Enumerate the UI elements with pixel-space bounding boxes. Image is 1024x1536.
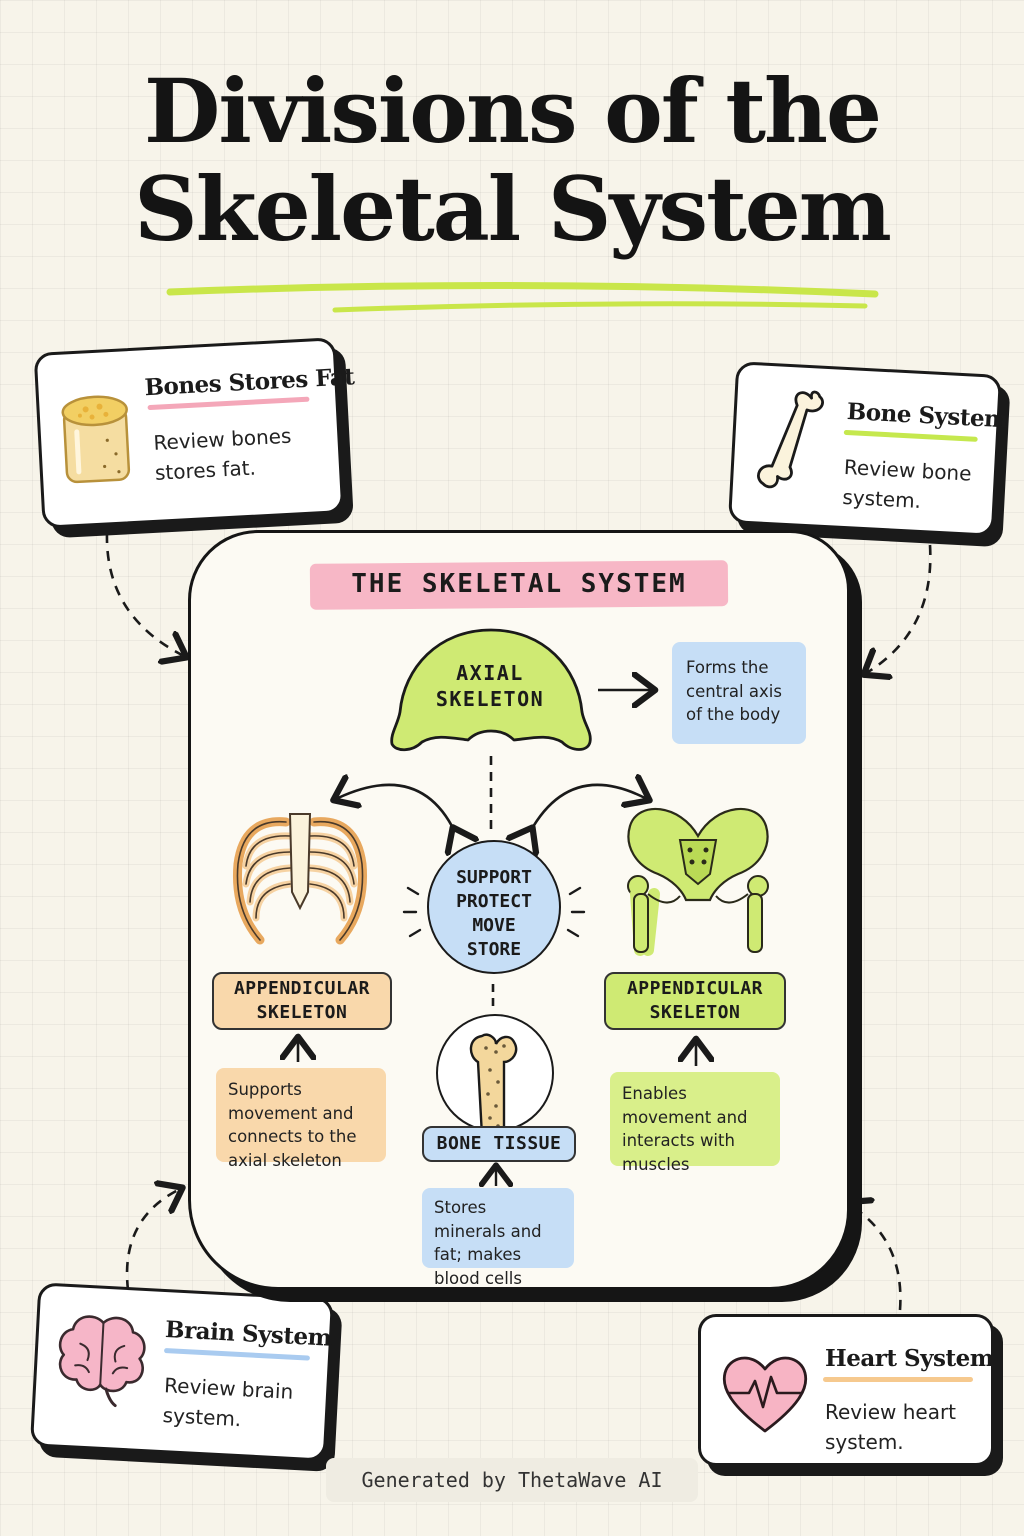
heart-icon — [722, 1356, 808, 1433]
title-underline — [166, 281, 879, 313]
functions-circle — [427, 840, 561, 974]
axial-note: Forms the central axis of the body — [672, 642, 806, 744]
function-support: SUPPORT — [456, 867, 532, 888]
card-bones-stores-fat[interactable]: Bones Stores Fat Review bones stores fat… — [33, 337, 355, 529]
appendicular-note-right: Enables movement and interacts with musc… — [610, 1072, 780, 1174]
bone-tissue-note: Stores minerals and fat; makes blood cel… — [422, 1188, 574, 1288]
card-text: Review heart system. — [825, 1400, 957, 1454]
card-brain-system[interactable]: Brain System Review brain system. — [29, 1282, 335, 1462]
appendicular-note-left: Supports movement and connects to the ax… — [216, 1068, 386, 1170]
card-title-underline — [823, 1377, 973, 1382]
pelvis-icon — [627, 807, 769, 956]
card-title: Heart System — [825, 1345, 994, 1372]
card-bone-system[interactable]: Bone System Review bone system. — [727, 361, 1009, 537]
page-title-line-2: Skeletal System — [134, 157, 892, 261]
rib-cage-icon — [233, 813, 367, 945]
label-line-2: SKELETON — [256, 1002, 348, 1023]
function-move: MOVE — [472, 915, 516, 936]
label-line-1: APPENDICULAR — [626, 978, 764, 999]
footer-credit: Generated by ThetaWave AI — [326, 1458, 698, 1502]
axial-label-line-2: SKELETON — [435, 687, 545, 711]
page-title-line-1: Divisions of the — [144, 59, 882, 163]
brain-icon — [58, 1315, 146, 1408]
diagram-heading: THE SKELETAL SYSTEM — [351, 569, 687, 599]
axial-label-line-1: AXIAL — [456, 661, 524, 685]
function-store: STORE — [466, 939, 522, 960]
label-line-2: SKELETON — [649, 1002, 741, 1023]
label-line-1: APPENDICULAR — [233, 978, 371, 999]
long-bone-icon — [436, 1014, 554, 1132]
card-heart-system[interactable]: Heart System Review heart system. — [698, 1314, 994, 1466]
axial-skeleton-shape — [390, 628, 592, 752]
function-protect: PROTECT — [456, 891, 532, 912]
bone-tissue-label: BONE TISSUE — [422, 1126, 576, 1162]
bone-icon — [757, 390, 824, 489]
appendicular-label-right: APPENDICULAR SKELETON — [604, 972, 786, 1030]
appendicular-label-left: APPENDICULAR SKELETON — [212, 972, 392, 1030]
bone-cross-section-icon — [61, 395, 131, 484]
